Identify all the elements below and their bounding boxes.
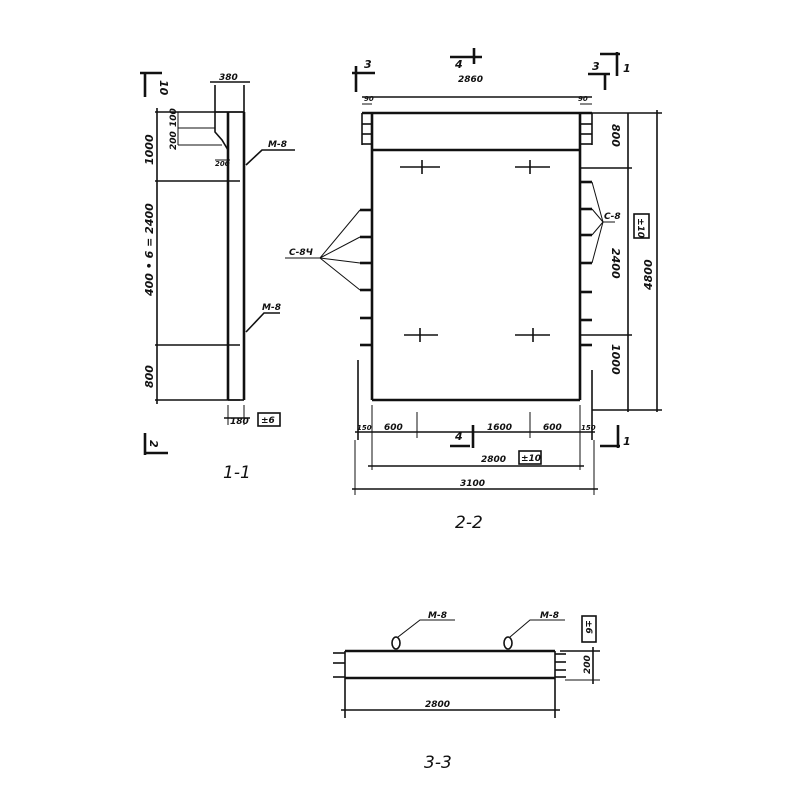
callouts: М-8 М-8	[397, 611, 565, 638]
dim-bottom-4: 600	[543, 423, 562, 433]
panel-profile	[214, 85, 246, 401]
anchor-left	[391, 636, 401, 650]
callout-c8: С-8	[604, 212, 621, 222]
panel-elevation	[357, 111, 593, 440]
callout-c8ch: С-8Ч	[289, 248, 314, 258]
dim-thickness: 180	[230, 417, 249, 427]
dim-thickness: 200	[583, 655, 593, 674]
width-tolerance-label: ±10	[521, 454, 541, 464]
cut-marks: 3 4 3 1 4 1	[352, 48, 631, 448]
dim-bottom-2: 600	[384, 423, 403, 433]
panel-plan	[333, 636, 566, 718]
tolerance-box	[581, 615, 597, 643]
dim-chamfer-offset: 200	[215, 160, 230, 168]
callout-m8-bottom: М-8	[262, 303, 281, 313]
dim-chamfer-2: 100	[169, 108, 179, 127]
callout-left: С-8Ч	[285, 209, 361, 291]
cut-mark-label: 1	[623, 62, 631, 75]
callout-m8-left: М-8	[428, 611, 447, 621]
cut-mark-top: 10	[140, 71, 170, 97]
section-2-2: 3 4 3 1 4 1	[285, 48, 662, 533]
callout-m8-right: М-8	[540, 611, 559, 621]
dim-total-height: 4800	[642, 259, 655, 291]
dim-height-middle: 400 • 6 = 2400	[143, 203, 156, 297]
tolerance-label: ±6	[261, 416, 275, 426]
dim-bottom-5: 150	[581, 424, 596, 432]
cut-mark-label: 4	[454, 58, 463, 71]
dim-right-top: 800	[609, 124, 622, 147]
anchor-stubs	[360, 180, 592, 347]
dim-bottom-1: 150	[357, 424, 372, 432]
dimension-lines	[352, 96, 662, 495]
section-3-3: М-8 М-8 ±6 200 2800 3-3	[333, 611, 600, 773]
dim-width-top: 380	[219, 73, 238, 83]
dim-height-bottom: 800	[143, 365, 156, 388]
dim-right-bottom: 1000	[609, 344, 622, 375]
callout-m8-top: М-8	[268, 140, 287, 150]
dim-chamfer-1: 200	[169, 131, 179, 150]
dim-bottom-3: 1600	[487, 423, 512, 433]
section-title: 1-1	[223, 463, 251, 483]
dim-edge-left: 90	[364, 95, 374, 103]
cut-mark-label: 3	[592, 60, 600, 73]
dim-right-middle: 2400	[609, 248, 622, 279]
tolerance-label: ±6	[583, 620, 593, 634]
dim-top-width: 2860	[458, 75, 483, 85]
cut-mark-label: 4	[454, 430, 463, 443]
anchor-right	[503, 636, 513, 650]
callout-right: С-8	[591, 181, 621, 264]
cut-mark-bottom: 2	[143, 433, 168, 455]
cut-mark-label: 3	[364, 58, 372, 71]
height-tolerance-label: ±10	[635, 218, 645, 238]
cut-mark-label: 10	[157, 80, 170, 96]
dim-total-width: 3100	[460, 479, 485, 489]
section-title: 2-2	[455, 513, 483, 533]
tolerance-box	[257, 412, 281, 427]
height-tolerance-box	[633, 213, 650, 239]
dim-width: 2800	[425, 700, 450, 710]
lifting-loop-marks	[400, 160, 550, 342]
cut-mark-label: 2	[147, 440, 160, 448]
cut-mark-label: 1	[623, 435, 631, 448]
dim-height-top: 1000	[143, 134, 156, 165]
dim-edge-right: 90	[578, 95, 588, 103]
dim-width: 2800	[481, 455, 506, 465]
section-title: 3-3	[424, 753, 452, 773]
section-1-1: 10 380 200 100 200	[140, 71, 295, 483]
dimension-lines	[155, 81, 250, 425]
width-tolerance-box	[518, 450, 542, 465]
embedded-part-callouts: М-8 М-8	[245, 140, 295, 333]
